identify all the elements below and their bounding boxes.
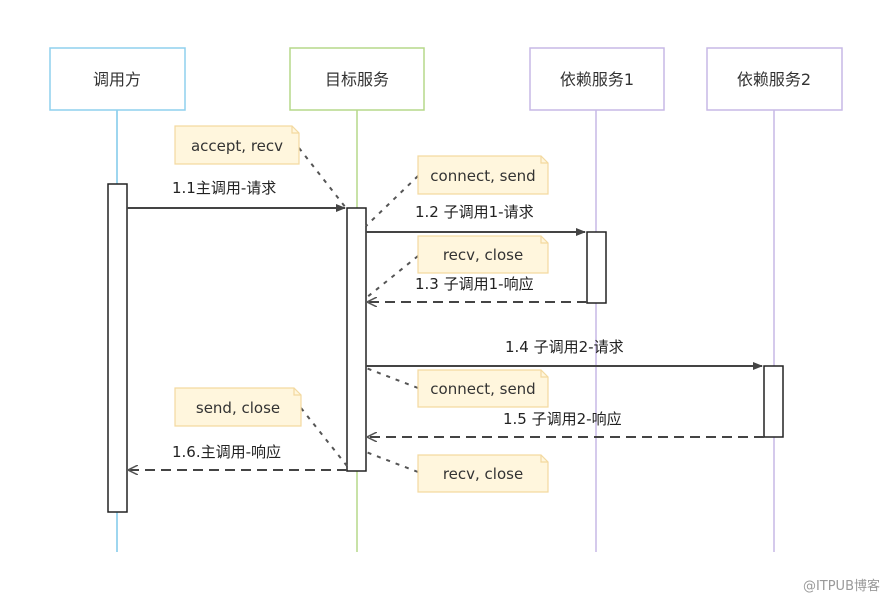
note-connect-send-1: connect, send [417,155,549,195]
note-recv-close-2-label: recv, close [443,465,523,483]
message-1-5-label: 1.5 子调用2-响应 [503,410,622,428]
message-1-3-label: 1.3 子调用1-响应 [415,275,534,293]
participant-caller-label: 调用方 [93,70,141,89]
note-connect-send-2-label: connect, send [430,380,535,398]
participant-dep2: 依赖服务2 [706,47,843,111]
note-connector-n4 [365,367,419,389]
participant-caller: 调用方 [49,47,186,111]
note-connector-n6 [365,451,419,473]
message-1-6-label: 1.6.主调用-响应 [172,443,281,461]
note-connector-n3 [365,255,419,299]
participant-dep1-label: 依赖服务1 [560,70,634,89]
note-recv-close-1-label: recv, close [443,246,523,264]
message-1-2-label: 1.2 子调用1-请求 [415,203,534,221]
message-1-1-label: 1.1主调用-请求 [172,179,276,197]
note-connector-n5 [300,407,348,467]
activation-dep2 [763,365,784,438]
note-accept-recv-label: accept, recv [191,137,283,155]
activation-dep1 [586,231,607,304]
note-send-close-label: send, close [196,399,280,417]
activation-target [346,207,367,472]
activation-caller [107,183,128,513]
note-send-close: send, close [174,387,302,427]
message-1-4-label: 1.4 子调用2-请求 [505,338,624,356]
note-accept-recv: accept, recv [174,125,300,165]
note-connect-send-2: connect, send [417,369,549,408]
note-recv-close-2: recv, close [417,454,549,493]
watermark: @ITPUB博客 [803,578,880,594]
note-connect-send-1-label: connect, send [430,167,535,185]
note-connector-n2 [365,175,419,227]
participant-dep1: 依赖服务1 [529,47,665,111]
participant-dep2-label: 依赖服务2 [737,70,811,89]
participant-target: 目标服务 [289,47,425,111]
note-recv-close-1: recv, close [417,235,549,274]
participant-target-label: 目标服务 [325,70,389,89]
note-connector-n1 [298,147,347,209]
